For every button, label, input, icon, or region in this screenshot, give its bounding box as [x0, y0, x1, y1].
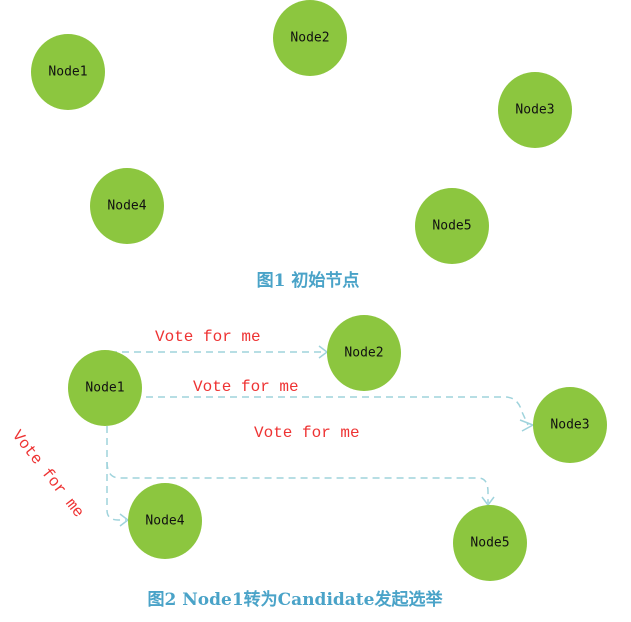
fig2-node2: Node2	[327, 315, 401, 391]
edge-label: Vote for me	[155, 328, 261, 346]
edge-label: Vote for me	[193, 378, 299, 396]
fig1-node5: Node5	[415, 188, 489, 264]
edge-label: Vote for me	[8, 427, 87, 521]
node-label: Node2	[344, 346, 383, 361]
fig2-node1: Node1	[68, 350, 142, 426]
figure2-caption: 图2 Node1转为Candidate发起选举	[148, 589, 444, 610]
edge-label: Vote for me	[254, 424, 360, 442]
fig2-node5: Node5	[453, 505, 527, 581]
node-label: Node2	[290, 31, 329, 46]
node-label: Node3	[515, 103, 554, 118]
fig1-node3: Node3	[498, 72, 572, 148]
node-label: Node1	[48, 65, 87, 80]
fig2-node3: Node3	[533, 387, 607, 463]
figure1: Node1 Node2 Node3 Node4 Node5 图1 初始节点	[31, 0, 572, 291]
node-label: Node1	[85, 381, 124, 396]
node-label: Node4	[107, 199, 146, 214]
node-label: Node4	[145, 514, 184, 529]
figure2: Node1 Node2 Node3 Node4 Node5 图2 Node1转为…	[68, 315, 607, 610]
fig1-node2: Node2	[273, 0, 347, 76]
fig1-node4: Node4	[90, 168, 164, 244]
edge-node1-node4	[106, 462, 130, 527]
node-label: Node3	[550, 418, 589, 433]
node-label: Node5	[432, 219, 471, 234]
node-label: Node5	[470, 536, 509, 551]
fig2-node4: Node4	[128, 483, 202, 559]
edge-node1-node2	[110, 345, 329, 359]
figure1-caption: 图1 初始节点	[257, 270, 360, 291]
fig1-node1: Node1	[31, 34, 105, 110]
